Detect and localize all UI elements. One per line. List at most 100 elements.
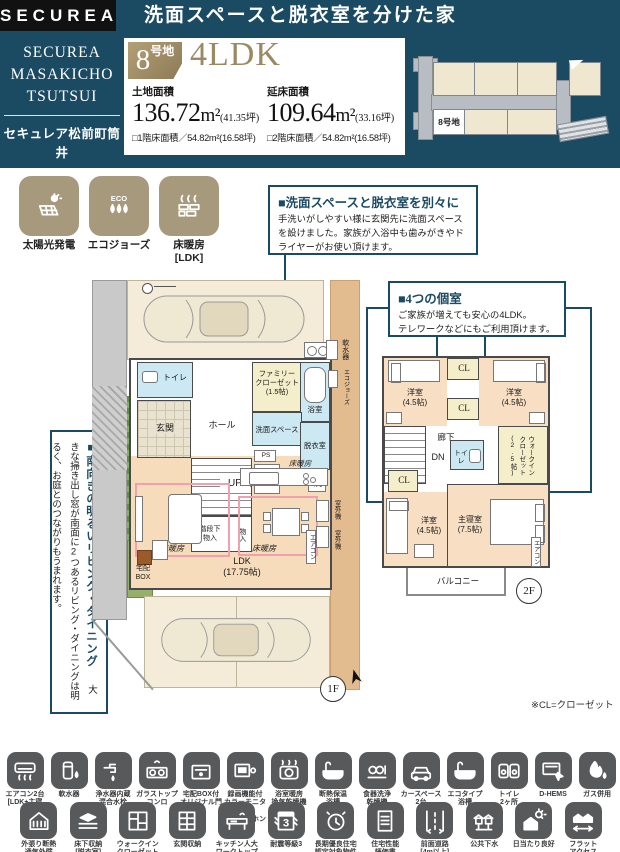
building-area-block: 延床面積 109.64m²(33.16坪) □2階床面積／54.82m²(16.… [267,84,403,144]
feature-insulated-bathtub: 断熱保温 浴槽 [311,752,355,824]
front-road-4m-label: 前面道路 [4m以上] [420,841,449,852]
exterior-insulation-wall-icon [20,802,58,839]
feature-gas-combined: ガス併用 [575,752,619,824]
eco-jozu-unit [328,370,338,388]
brand-logo: SECUREA [0,0,116,31]
burner-icon [303,473,309,479]
outdoor-unit-label: 室外機 [333,500,341,520]
entry-arrow-icon [154,286,176,287]
room-wash-space: 洗面スペース [252,412,302,446]
building-area-label: 延床面積 [267,86,309,98]
room-label: 脱衣室 [304,441,326,450]
entrance-storage-icon [168,802,206,839]
underfloor-storage-label: 床下収納 [脱衣室] [74,841,103,852]
room-dressing: 脱衣室 [300,422,330,470]
aircon-label: エアコン [531,537,541,567]
closet-label: CL [458,403,470,413]
delivery-box-gatepost-icon [182,752,220,789]
toilet-icon [142,371,158,383]
delivery-box-label: 宅配 BOX [135,565,151,581]
balcony: バルコニー [406,568,506,596]
svg-text:ECO: ECO [111,194,128,203]
entry-marker-icon [142,283,153,294]
room-label-ldk: LDK (17.75帖) [223,556,261,578]
sink-icon [249,472,279,485]
callout-four-rooms: ■4つの個室 ご家族が増えても安心の4LDK。 テレワークなどにもご利用頂けます… [388,281,566,337]
public-sewer-icon [465,802,503,839]
connector-line [367,307,388,309]
feature-exterior-insulation-wall: 外張り断熱 通気外壁 [14,802,64,852]
seismic-grade-3-label: 耐震等級3 [270,841,303,848]
car-top-view [143,295,305,343]
chair [263,512,271,521]
feature-entrance-storage: 玄関収納 [163,802,213,852]
bowl-icon [307,346,317,356]
d-hems-label: D-HEMS [539,791,567,798]
storage-low [152,540,168,560]
two-toilets-icon [490,752,528,789]
exterior-insulation-wall-label: 外張り断熱 通気外壁 [21,841,57,852]
long-life-certified-label: 長期優良住宅 認定対象物件 [314,841,357,852]
built-in-purifier-faucet-label: 浄水器内蔵 混合水栓 [95,791,131,807]
chair [263,524,271,533]
floor-heat-label: 床暖房 [252,544,276,553]
bathroom-heater-dryer-icon [270,752,308,789]
seismic-grade-3-icon: 3 [267,802,305,839]
svg-text:3: 3 [283,817,289,829]
callout-washspace-body: 手洗いがしやすい様に玄関先に洗面スペースを設けました。家族が入浴中も歯みがきやド… [278,214,464,252]
room-label: 洋室 (4.5帖) [416,516,442,535]
walk-in-closet-room: ウォークイン クローゼット (2.5帖) [498,426,548,484]
outdoor-unit [316,500,329,522]
ps-box: PS [254,450,276,462]
pillow [389,501,409,511]
built-in-purifier-faucet-icon [94,752,132,789]
room-label: 玄関 [148,423,182,435]
water-softener-unit [326,340,338,360]
room-bedroom-nw: 洋室 (4.5帖) [384,358,447,426]
plan-type: 4LDK [190,36,281,73]
entrance-storage-label: 玄関収納 [173,841,202,848]
land-area-label: 土地面積 [132,86,174,98]
water-softener-icon [50,752,88,789]
bed [388,360,440,383]
good-sunlight-icon [515,802,553,839]
good-sunlight-label: 日当たり良好 [512,841,555,848]
car-space-2-icon [402,752,440,789]
room-label: 洋室 (4.5帖) [501,388,527,407]
closet-cl: CL [447,358,479,380]
burner-icon [303,479,309,485]
divider [4,115,120,116]
pillow [391,363,401,383]
feature-d-hems: D-HEMS [531,752,575,824]
room-toilet-2f: トイレ [450,440,484,470]
solar-power-label: 太陽光発電 [22,239,76,251]
desk [414,544,434,558]
feature-icons-row-2: 外張り断熱 通気外壁床下収納 [脱衣室]ウォークイン クローゼット玄関収納キッチ… [14,802,608,852]
room-bath: 浴室 [300,362,330,422]
underfloor-storage-icon [69,802,107,839]
room-label: トイレ [454,450,468,466]
eco-type-bathtub-icon [446,752,484,789]
two-toilets-label: トイレ 2ヶ所 [498,791,520,807]
delivery-box-icon [137,550,152,565]
room-label-corridor: 廊下 [437,432,455,442]
callout-washspace: ■洗面スペースと脱衣室を別々に 手洗いがしやすい様に玄関先に洗面スペースを設けま… [268,185,478,255]
room-bedroom-sw: 洋室 (4.5帖) [384,492,447,566]
bathtub-icon [304,367,326,403]
glass-top-stove-label: ガラストップ コンロ [136,791,178,807]
room-label: 階段下 物入 [199,526,221,542]
north-arrow-icon [352,669,362,685]
lot [517,62,557,96]
feature-eco-type-bathtub: エコタイプ 浴槽 [443,752,487,824]
pillow [535,504,545,522]
building-area-value: 109.64m²(33.16坪) [267,98,395,127]
room-family-closet: ファミリー クローゼット (1.5帖) [252,362,302,412]
d-hems-icon [534,752,572,789]
feature-bathroom-heater-dryer: 浴室暖房 換気乾燥機 [267,752,311,824]
closet-cl: CL [388,470,418,492]
eco-type-bathtub-label: エコタイプ 浴槽 [447,791,483,807]
floor-heat-label: 床暖房 [288,459,312,468]
feature-water-softener: 軟水器 [47,752,91,824]
project-name-jp: セキュレア松前町筒井 [3,127,121,160]
